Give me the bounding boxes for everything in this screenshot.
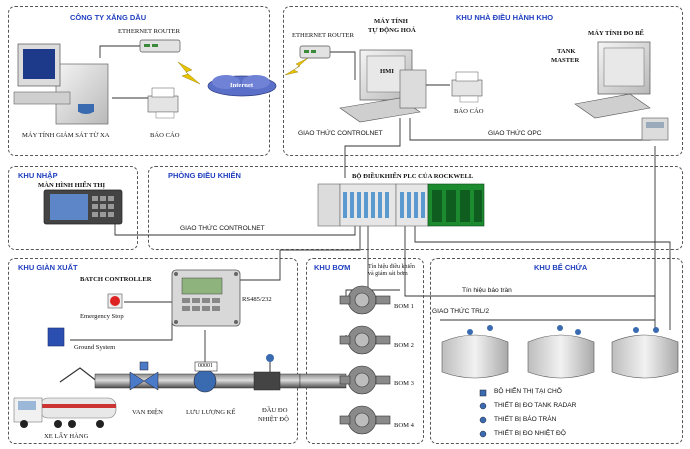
label-internet: Internet (230, 82, 254, 89)
label-luu-luong-ke: LƯU LƯỢNG KẾ (186, 409, 236, 416)
label-van-dien: VAN ĐIỆN (132, 409, 163, 416)
zone-title-dieu-hanh: KHU NHÀ ĐIỀU HÀNH KHO (456, 13, 554, 22)
zone-be-chua (430, 258, 683, 444)
label-ethernet-router-2: ETHERNET ROUTER (292, 32, 354, 39)
label-tb-nhiet-do: THIẾT BỊ ĐO NHIỆT ĐỘ (494, 430, 566, 437)
label-ethernet-router-1: ETHERNET ROUTER (118, 28, 180, 35)
pc-remote (13, 43, 109, 125)
valve-icon (129, 361, 159, 391)
zone-dieu-hanh (283, 6, 683, 156)
label-bao-cao-2: BÁO CÁO (454, 108, 484, 115)
zone-dieu-khien (148, 166, 683, 250)
zone-bom (306, 258, 424, 444)
label-may-tinh-do-be: MÁY TÍNH ĐO BỂ (588, 30, 644, 37)
plc-rack (317, 183, 485, 227)
fuel-truck-icon (13, 397, 117, 428)
label-bom-4: BOM 4 (394, 422, 414, 429)
batch-controller-box (171, 269, 241, 327)
legend-icons (479, 389, 487, 438)
printer-1 (147, 87, 179, 119)
zone-title-be-chua: KHU BỂ CHỨA (534, 263, 588, 272)
label-tin-hieu-dk-2: và giám sát bơm (368, 271, 408, 277)
label-rs485: RS485/232 (242, 296, 272, 303)
label-bom-2: BOM 2 (394, 342, 414, 349)
label-emergency-stop: Emergency Stop (80, 313, 124, 320)
pc-hmi (339, 49, 427, 123)
emergency-stop-icon (107, 293, 123, 309)
label-tin-hieu-dk-1: Tín hiệu điều khiển (368, 264, 415, 270)
label-bo-hien-thi: BỘ HIỂN THỊ TẠI CHỖ (494, 388, 562, 395)
storage-tanks (441, 334, 679, 379)
label-man-hinh-hien-thi: MÀN HÌNH HIỂN THỊ (38, 182, 106, 189)
zone-gian-xuat (8, 258, 298, 444)
label-tin-hieu-bao-tran: Tín hiệu báo tràn (462, 287, 512, 294)
zone-title-bom: KHU BƠM (314, 263, 351, 272)
pc-tank (574, 41, 669, 141)
label-meter-display: 00001 (198, 363, 213, 369)
label-gt-controlnet-1: GIAO THỨC CONTROLNET (298, 130, 383, 137)
label-ground-system: Ground System (74, 344, 116, 351)
label-xe-lay-hang: XE LẤY HÀNG (44, 433, 89, 440)
label-bom-3: BOM 3 (394, 380, 414, 387)
label-hmi: HMI (380, 68, 394, 75)
label-tb-radar: THIẾT BỊ ĐO TANK RADAR (494, 402, 577, 409)
ground-system-icon (47, 327, 65, 347)
zone-title-gian-xuat: KHU GIÀN XUẤT (18, 263, 78, 272)
label-dau-do-2: NHIỆT ĐỘ (258, 416, 289, 423)
internet-cloud (207, 75, 277, 97)
label-may-tinh-tdh-1: MÁY TÍNH (374, 18, 408, 25)
zone-title-khu-nhap: KHU NHẬP (18, 171, 58, 180)
label-gt-controlnet-2: GIAO THỨC CONTROLNET (180, 225, 265, 232)
label-bao-cao-1: BÁO CÁO (150, 132, 180, 139)
label-gt-opc: GIAO THỨC OPC (488, 130, 542, 137)
router-2 (299, 45, 331, 59)
tank-instruments (467, 325, 659, 335)
label-tank-master-1: TANK (557, 48, 576, 55)
label-tank-master-2: MASTER (551, 57, 580, 64)
router-1 (139, 39, 181, 53)
label-bom-1: BOM 1 (394, 303, 414, 310)
label-dau-do-1: ĐẦU ĐO (262, 407, 288, 414)
label-plc: BỘ ĐIỀUKHIỂN PLC CỦA ROCKWELL (352, 173, 474, 180)
flow-meter-icon (193, 361, 218, 393)
label-tb-bao-tran: THIẾT BỊ BÁO TRÀN (494, 416, 557, 423)
zone-title-dieu-khien: PHÒNG ĐIỀU KHIỂN (168, 171, 241, 180)
zone-title-cong-ty: CÔNG TY XĂNG DẦU (70, 13, 147, 22)
zone-khu-nhap (8, 166, 138, 250)
label-gt-trl2: GIAO THỨC TRL/2 (432, 308, 490, 315)
pumps (339, 285, 391, 435)
touch-panel (43, 189, 123, 225)
label-may-tinh-giam-sat: MÁY TÍNH GIÁM SÁT TỪ XA (22, 132, 110, 139)
temp-sensor-icon (253, 354, 281, 391)
label-batch-controller: BATCH CONTROLLER (80, 276, 152, 283)
label-may-tinh-tdh-2: TỰ ĐỘNG HOÁ (368, 27, 416, 34)
printer-2 (451, 71, 483, 103)
